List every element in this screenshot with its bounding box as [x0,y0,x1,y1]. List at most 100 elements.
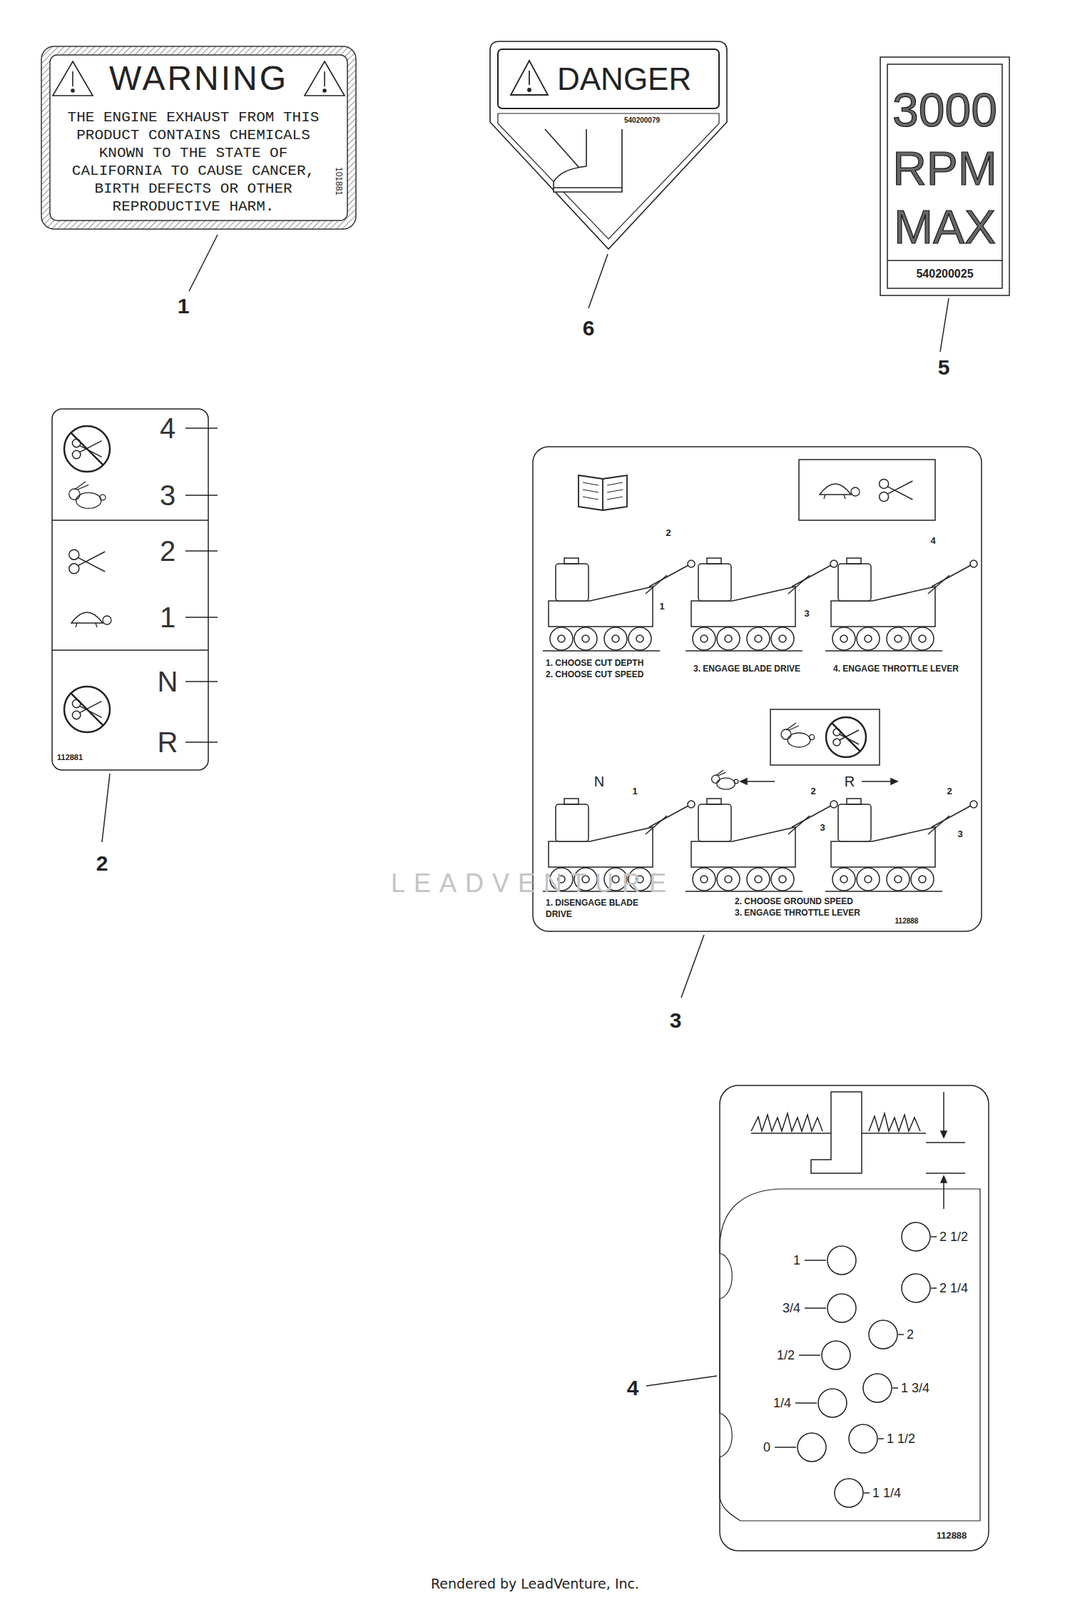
wheel-hub [864,875,872,883]
leader-line [189,234,218,292]
tick-mark [185,680,218,682]
step-number: 2 [946,786,952,797]
decal-art [719,1084,989,1551]
scissors-icon [879,478,914,501]
depth-value: 3/4 [782,1300,801,1316]
wheel-hub [778,634,787,642]
direction-arrow [940,1175,947,1209]
danger-decal: DANGER540200079 [489,40,728,250]
handle-grip [830,559,838,568]
callout-number: 6 [582,316,595,341]
depth-hole [821,1340,851,1369]
decal-border [41,46,356,229]
decal-border [490,41,727,249]
arrow-head [940,1175,947,1182]
wheel [574,627,598,650]
depth-hole [834,1478,864,1507]
wheel-hub [582,634,590,642]
wheel [692,627,716,650]
decal-border [532,446,982,931]
depth-value: 1/2 [776,1347,795,1363]
book-line [582,489,623,493]
engine-cap [846,557,861,564]
depth-hole [901,1273,931,1302]
step-caption: 1. CHOOSE CUT DEPTH [545,658,644,669]
arrow-head [740,778,747,784]
scissors-ring [69,549,80,560]
wheel [856,867,880,891]
engine-cap [564,557,579,564]
engine-cap [846,798,861,804]
speed-decal: 4321NR112881 [51,408,210,771]
icon-box [798,459,936,521]
wheel [886,627,910,650]
gear-position: 4 [159,411,176,445]
scissors-ring [69,563,80,574]
gear-position: 2 [159,534,176,568]
rabbit-icon [781,722,815,747]
handle-grip [830,800,838,808]
scissors-ring [72,710,80,719]
step-number: 2 [665,527,671,539]
direction-arrow [861,778,898,784]
control-lever [645,574,667,594]
book-line [582,482,623,486]
depth-line [925,1141,966,1143]
tick-mark [185,494,218,496]
depth-hole [827,1245,856,1275]
scissors-blade [839,729,859,745]
decal-frame [880,57,1010,296]
rpm-decal: 3000 RPM MAX540200025 [879,56,1011,297]
blade [811,1091,862,1173]
handle-grip [970,800,978,808]
wheel [832,867,856,891]
rabbit-head [69,488,80,500]
turtle-icon [71,612,112,628]
rabbit-tail [734,778,739,784]
leader-line [804,1259,827,1261]
gear-position: 1 [159,600,176,634]
step-caption: 2. CHOOSE CUT SPEED [545,669,644,680]
decal-outline [532,445,983,932]
control-lever [645,815,667,834]
mower-figure [685,557,838,651]
wheel-hub [894,634,902,642]
handle-grip [687,559,695,568]
depth-value: 1 1/2 [886,1430,916,1446]
depth-hole [827,1293,856,1322]
depth-hole [863,1373,892,1402]
callout-number: 5 [938,355,951,381]
mower-figure [685,798,838,891]
leader-line [774,1445,797,1448]
decal-border [880,57,1010,296]
alert-triangle [52,61,93,96]
sole [553,186,623,189]
alert-triangle [304,61,345,96]
wheel [746,867,770,891]
engine-block [838,563,871,601]
part-number: 101881 [333,166,344,196]
step-number: 1 [632,786,638,797]
leader-line [863,1491,870,1494]
step-caption: 1. DISENGAGE BLADE DRIVE [545,896,653,920]
prohibit-circle [64,425,110,472]
leader-line [646,1375,717,1386]
turtle-legs [75,622,98,628]
step-number: 3 [819,822,825,834]
triangle [510,60,548,95]
depth-value: 1 1/4 [872,1485,901,1501]
depth-value: 1 [793,1252,801,1268]
rabbit-tail [99,494,106,501]
leader-line [940,298,949,352]
caption: Rendered by LeadVenture, Inc. [430,1575,640,1592]
rabbit-head [781,729,792,740]
wheel-hub [840,875,848,883]
wheel-hub [636,634,644,642]
rabbit-tail [808,734,814,740]
depth-value: 0 [763,1439,771,1455]
exclamation-bar [323,71,326,87]
lever-line [544,129,580,168]
engine-block [698,803,732,842]
leader-line [588,253,608,309]
engine-cap [706,798,722,804]
